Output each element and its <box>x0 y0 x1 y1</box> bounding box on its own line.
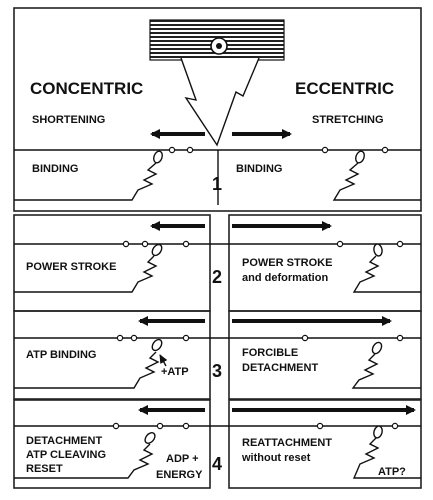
stimulus-bolt <box>180 57 260 147</box>
step4-right-label-line1: REATTACHMENT <box>242 437 332 449</box>
step4-left-note-line1: ADP + <box>166 453 199 465</box>
step-panel-4: DETACHMENT ATP CLEAVING RESET ADP + ENER… <box>13 399 422 489</box>
step2-right-label-line1: POWER STROKE <box>242 257 332 269</box>
atp-arrow <box>159 354 168 367</box>
step3-left-label: ATP BINDING <box>26 349 97 361</box>
myosin-cross-bridge-1-right <box>332 150 421 201</box>
step3-right-label-line2: DETACHMENT <box>242 362 318 374</box>
step1-right-label: BINDING <box>236 163 282 175</box>
step-number-4: 4 <box>212 454 222 474</box>
step4-left-label-line3: RESET <box>26 463 63 475</box>
eccentric-heading: ECCENTRIC <box>295 79 394 98</box>
step-panel-3: ATP BINDING +ATP FORCIBLE DETACHMENT 3 <box>13 310 422 400</box>
concentric-heading: CONCENTRIC <box>30 79 143 98</box>
step3-right-label-line1: FORCIBLE <box>242 347 298 359</box>
step4-right-label-line2: without reset <box>241 452 311 464</box>
step4-right-note: ATP? <box>378 466 406 478</box>
step-number-3: 3 <box>212 361 222 381</box>
step4-left-label-line2: ATP CLEAVING <box>26 449 106 461</box>
step-panel-2: POWER STROKE POWER STROKE and deformatio… <box>13 214 422 312</box>
step-number-2: 2 <box>212 267 222 287</box>
step1-left-label: BINDING <box>32 163 78 175</box>
shortening-label: SHORTENING <box>32 114 105 126</box>
step2-right-label-line2: and deformation <box>242 272 328 284</box>
top-panel <box>13 7 422 212</box>
step3-left-note: +ATP <box>161 366 189 378</box>
step2-left-label: POWER STROKE <box>26 261 116 273</box>
step4-left-label-line1: DETACHMENT <box>26 435 102 447</box>
step-number-1: 1 <box>212 174 222 194</box>
step4-left-note-line2: ENERGY <box>156 469 203 481</box>
stretching-label: STRETCHING <box>312 114 384 126</box>
myosin-cross-bridge-1-left <box>14 150 163 201</box>
